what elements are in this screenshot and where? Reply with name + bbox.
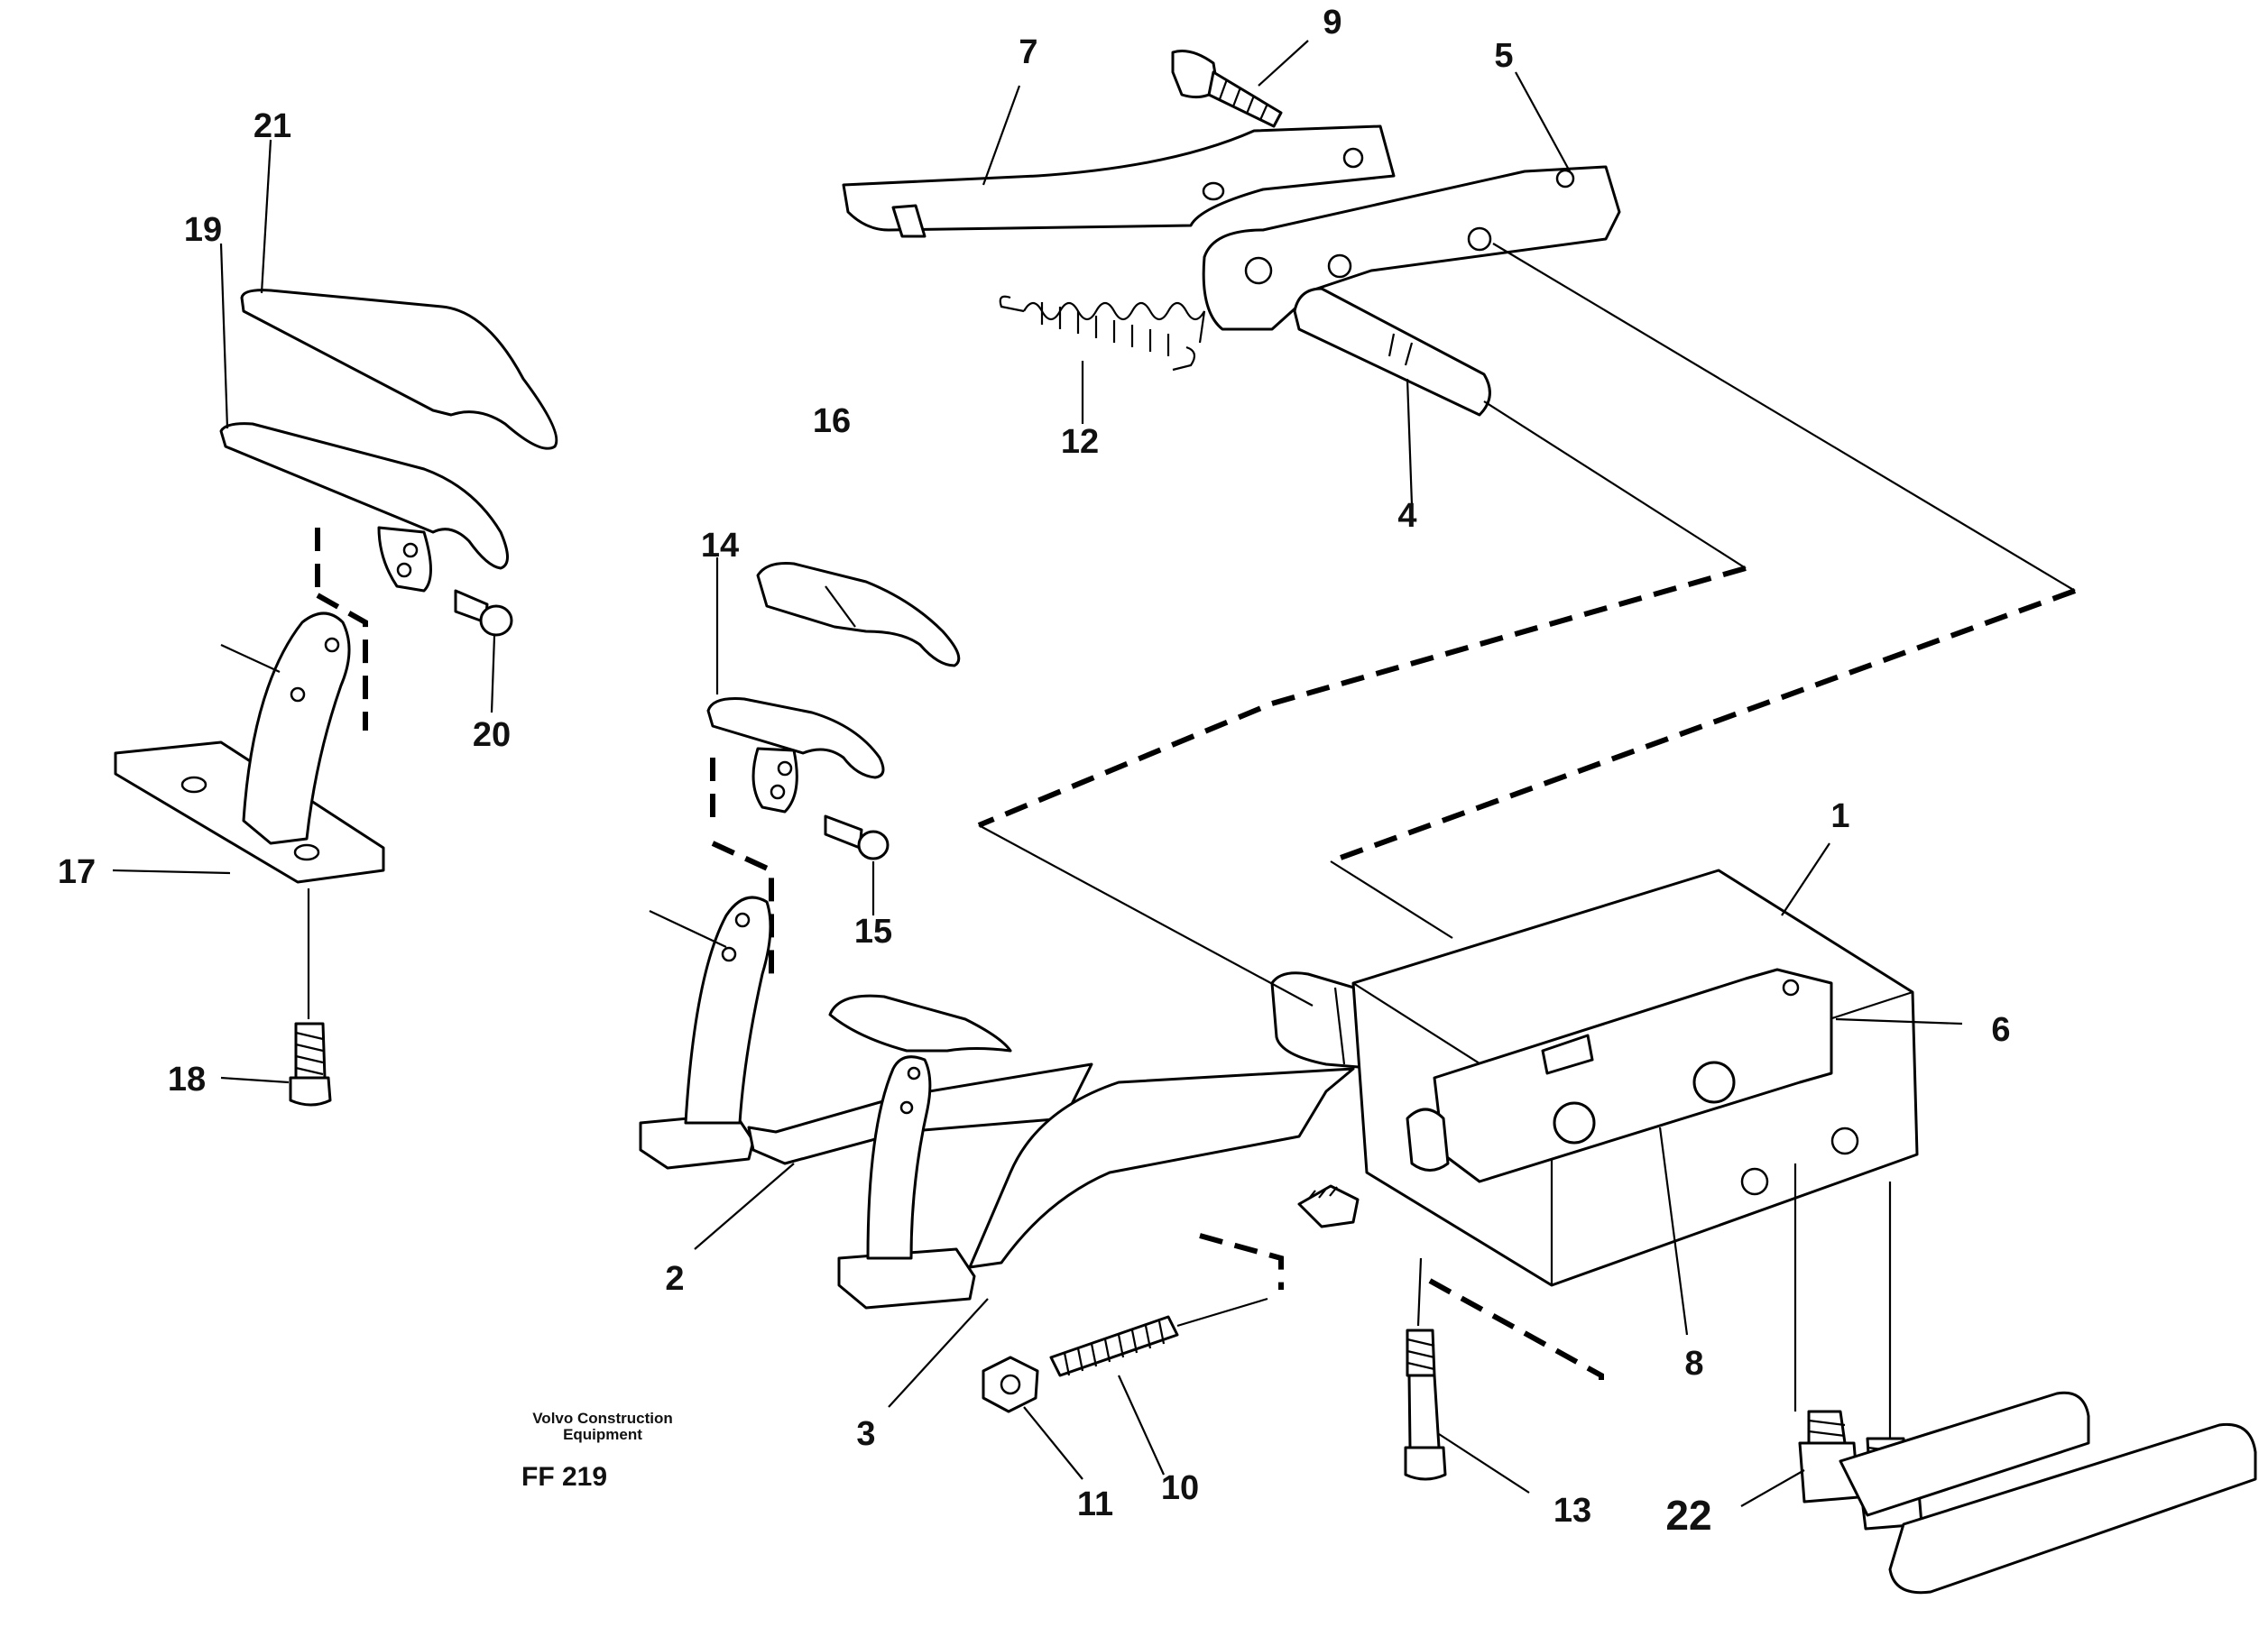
callout-5: 5 bbox=[1494, 37, 1514, 75]
bolt-13 bbox=[1404, 1257, 1447, 1481]
mounting-plate-8 bbox=[1406, 968, 1833, 1183]
callout-10: 10 bbox=[1160, 1469, 1200, 1507]
caption-line-1: Volvo Construction bbox=[532, 1410, 673, 1427]
nut-11 bbox=[982, 1356, 1039, 1413]
figure-code: FF 219 bbox=[521, 1461, 608, 1492]
callout-1: 1 bbox=[1830, 797, 1850, 835]
caption-line-2: Equipment bbox=[563, 1425, 642, 1443]
callout-17: 17 bbox=[57, 853, 97, 891]
shaft-4 bbox=[1293, 287, 1491, 417]
callout-14: 14 bbox=[700, 527, 740, 565]
screw-15 bbox=[824, 814, 890, 860]
callout-2: 2 bbox=[665, 1260, 685, 1298]
callout-7: 7 bbox=[1019, 33, 1038, 71]
lever-7 bbox=[842, 124, 1396, 238]
callout-21: 21 bbox=[253, 107, 292, 145]
callout-11: 11 bbox=[1076, 1485, 1114, 1523]
callout-20: 20 bbox=[472, 716, 512, 754]
pedal-pad-21 bbox=[240, 289, 558, 450]
callout-6: 6 bbox=[1991, 1011, 2011, 1049]
callout-13: 13 bbox=[1553, 1492, 1592, 1530]
figure-caption: Volvo Construction Equipment FF 219 bbox=[521, 1411, 684, 1491]
callout-22: 22 bbox=[1665, 1492, 1712, 1539]
pivot-block-5 bbox=[1202, 165, 1621, 331]
spring-12 bbox=[999, 295, 1206, 372]
callout-12: 12 bbox=[1060, 423, 1100, 461]
callout-19: 19 bbox=[183, 211, 223, 249]
bolt-18 bbox=[289, 888, 332, 1107]
pedal-3 bbox=[828, 994, 1355, 1310]
pedal-pad-19 bbox=[219, 422, 509, 593]
fittings-22 bbox=[1793, 1163, 2257, 1595]
pedal-pad-14 bbox=[706, 697, 885, 814]
bolt-9 bbox=[1171, 50, 1283, 128]
callout-8: 8 bbox=[1684, 1345, 1704, 1383]
callout-18: 18 bbox=[167, 1061, 207, 1099]
callout-15: 15 bbox=[853, 913, 893, 951]
pedal-arm-17 bbox=[114, 612, 385, 884]
callout-16: 16 bbox=[812, 402, 852, 440]
callout-3: 3 bbox=[856, 1415, 876, 1453]
spring-10 bbox=[1049, 1297, 1268, 1377]
pedal-pad-16 bbox=[756, 562, 961, 667]
callout-9: 9 bbox=[1323, 4, 1342, 41]
callout-4: 4 bbox=[1397, 497, 1417, 535]
screw-20 bbox=[454, 589, 513, 637]
